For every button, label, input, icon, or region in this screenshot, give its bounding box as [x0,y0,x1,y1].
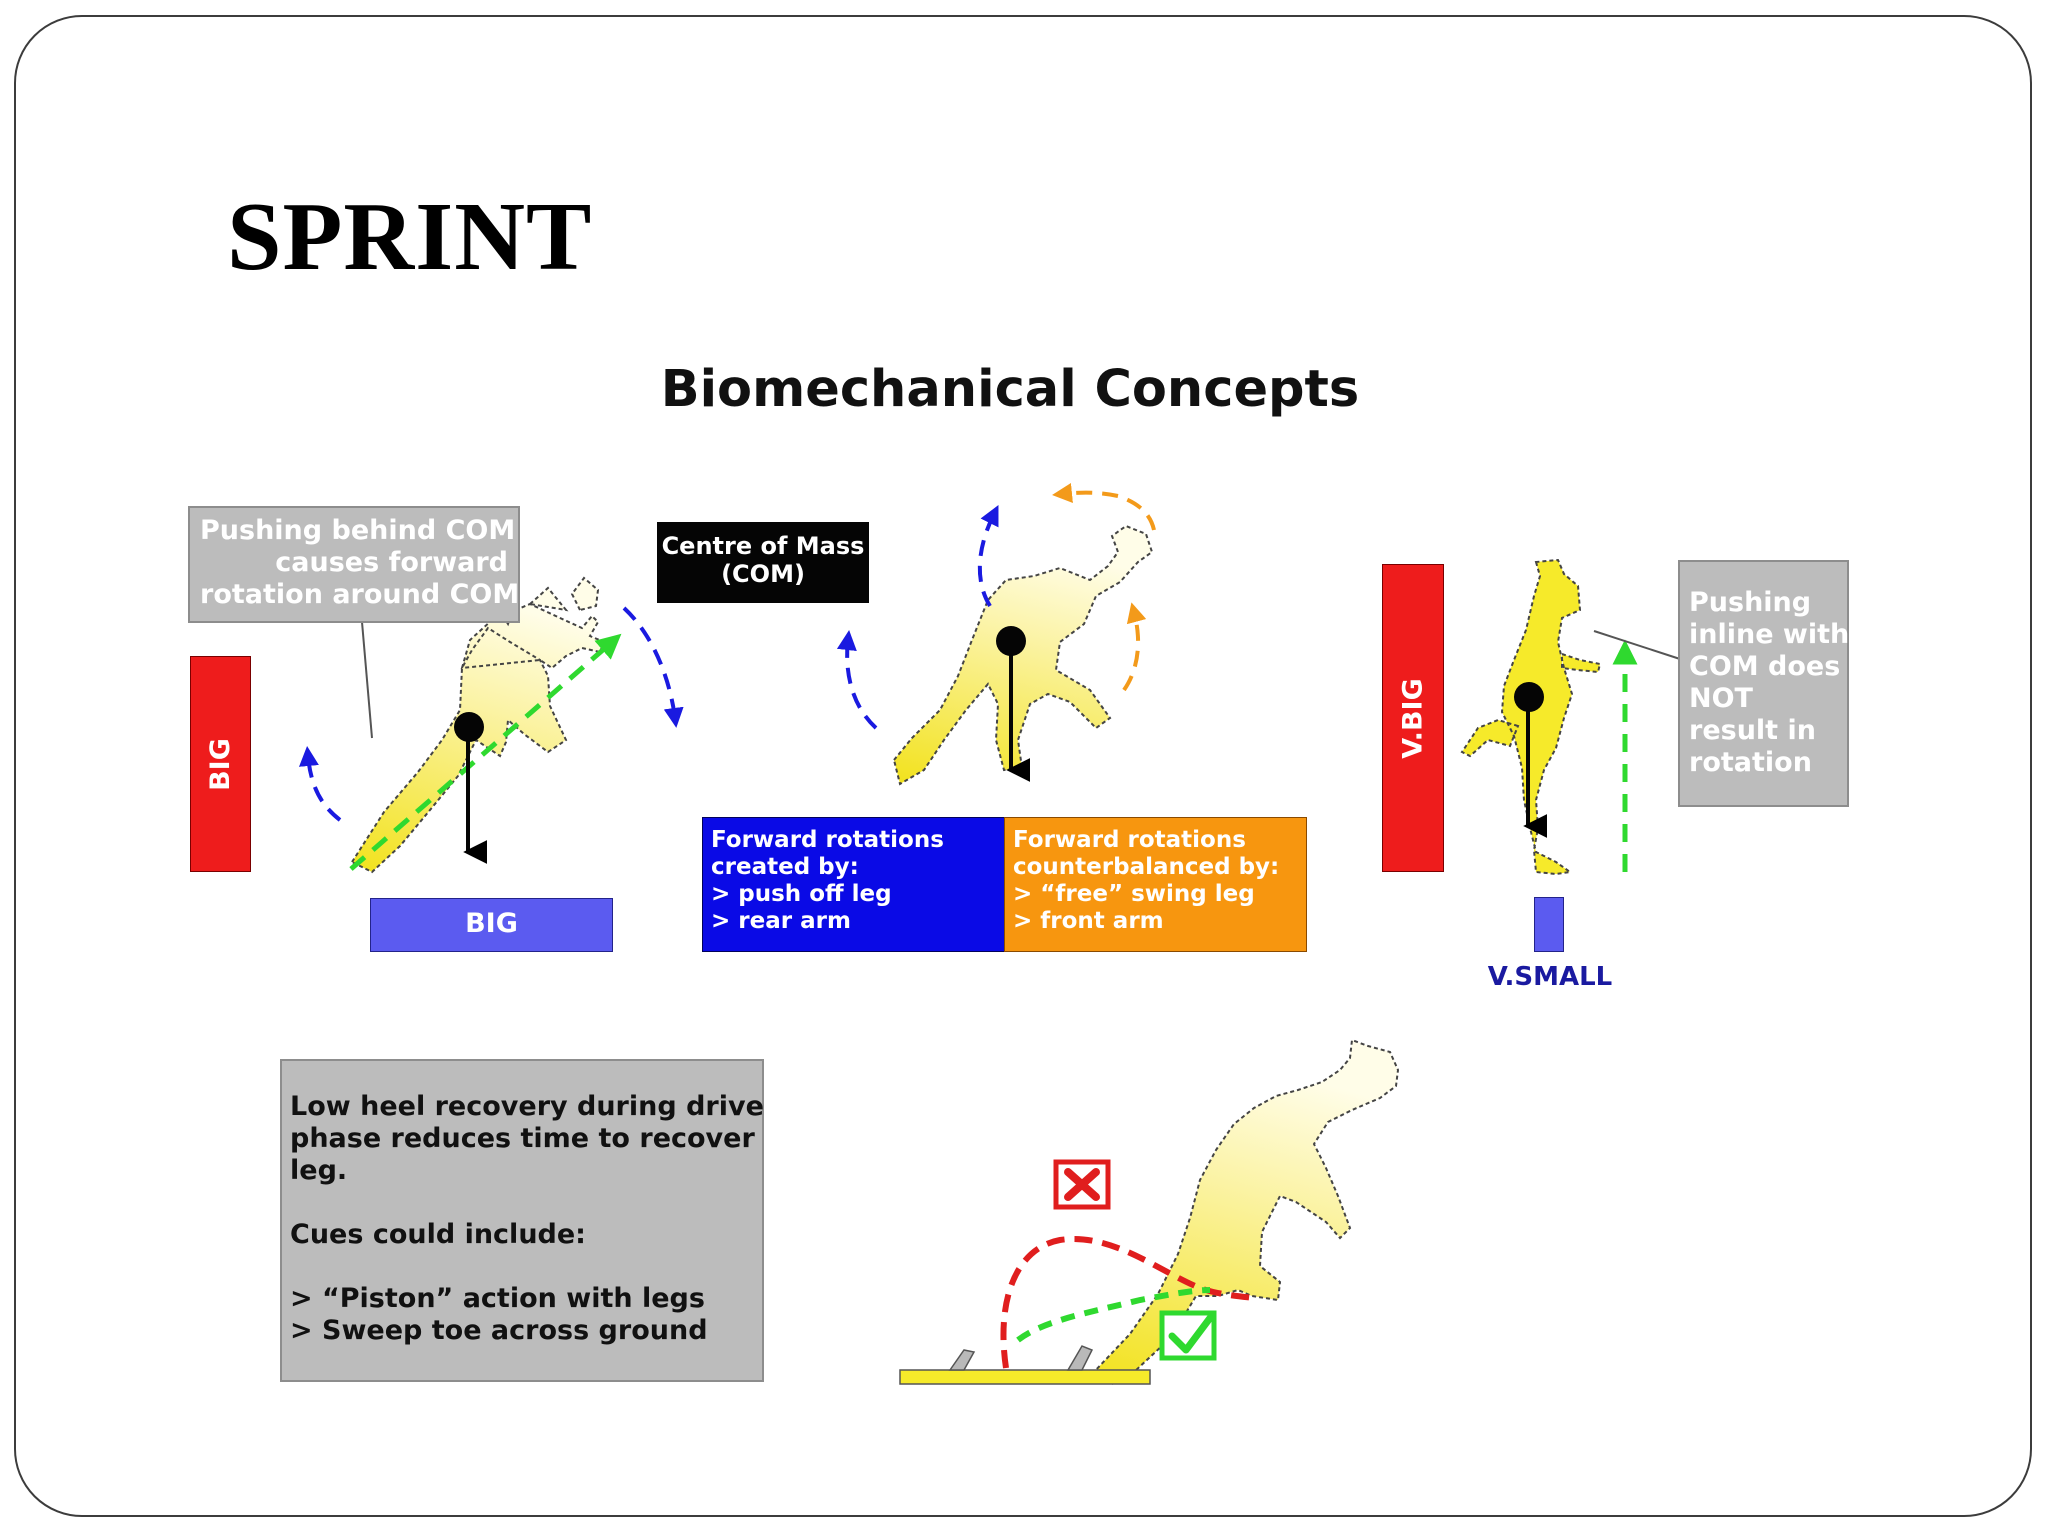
note-low-heel-recovery: Low heel recovery during drive phase red… [280,1059,764,1382]
note-pushing-behind-com: Pushing behind COM causes forward rotati… [188,506,520,623]
note-pushing-inline: Pushing inline with COM does NOT result … [1678,560,1849,807]
com-label-box: Centre of Mass (COM) [657,522,869,603]
big-horizontal-label: BIG [465,908,518,939]
note-line: leg. [290,1155,348,1186]
vbig-vertical-bar: V.BIG [1382,564,1444,872]
note-line: result in [1689,715,1816,746]
big-vertical-label: BIG [204,737,236,791]
com-label-line: (COM) [721,560,805,588]
note-line: rotation [1689,747,1812,778]
note-line: inline with [1689,619,1850,650]
note-line: Low heel recovery during drive [290,1091,764,1122]
note-line: phase reduces time to recover [290,1123,755,1154]
note-line: COM does [1689,651,1841,682]
vsmall-bar [1534,897,1564,952]
box-line: Forward rotations [1013,827,1246,853]
box-line: > front arm [1013,908,1164,934]
sprinter-figure-com [836,483,1156,786]
note-line: causes forward [275,547,508,578]
sprinter-figure-inline [1460,558,1681,876]
box-line: counterbalanced by: [1013,854,1280,880]
note-line: NOT [1689,683,1753,714]
note-line: > “Piston” action with legs [290,1283,705,1314]
note-line: > Sweep toe across ground [290,1315,708,1346]
com-label-line: Centre of Mass [661,532,865,560]
box-line: Forward rotations [711,827,944,853]
big-horizontal-bar: BIG [370,898,613,952]
forward-rotations-created-box: Forward rotations created by: > push off… [702,817,1006,952]
sprinter-figure-push-behind [298,576,684,874]
sprinter-figure-drive [899,1038,1400,1386]
cross-mark-icon [1053,1159,1111,1210]
vsmall-label: V.SMALL [1487,962,1613,992]
big-vertical-bar: BIG [190,656,251,872]
note-line: Pushing behind COM [200,515,516,546]
vbig-vertical-label: V.BIG [1397,677,1429,759]
forward-rotations-counterbalanced-box: Forward rotations counterbalanced by: > … [1004,817,1307,952]
note-line [290,1251,762,1283]
note-line: Cues could include: [290,1219,586,1250]
note-line: Pushing [1689,587,1812,618]
diagram-heading: Biomechanical Concepts [660,360,1360,419]
check-mark-icon [1159,1310,1217,1361]
note-line: rotation around COM [200,579,520,610]
box-line: > rear arm [711,908,851,934]
box-line: created by: [711,854,859,880]
note-line [290,1187,762,1219]
box-line: > push off leg [711,881,892,907]
box-line: > “free” swing leg [1013,881,1255,907]
slide-title: SPRINT [227,183,593,291]
